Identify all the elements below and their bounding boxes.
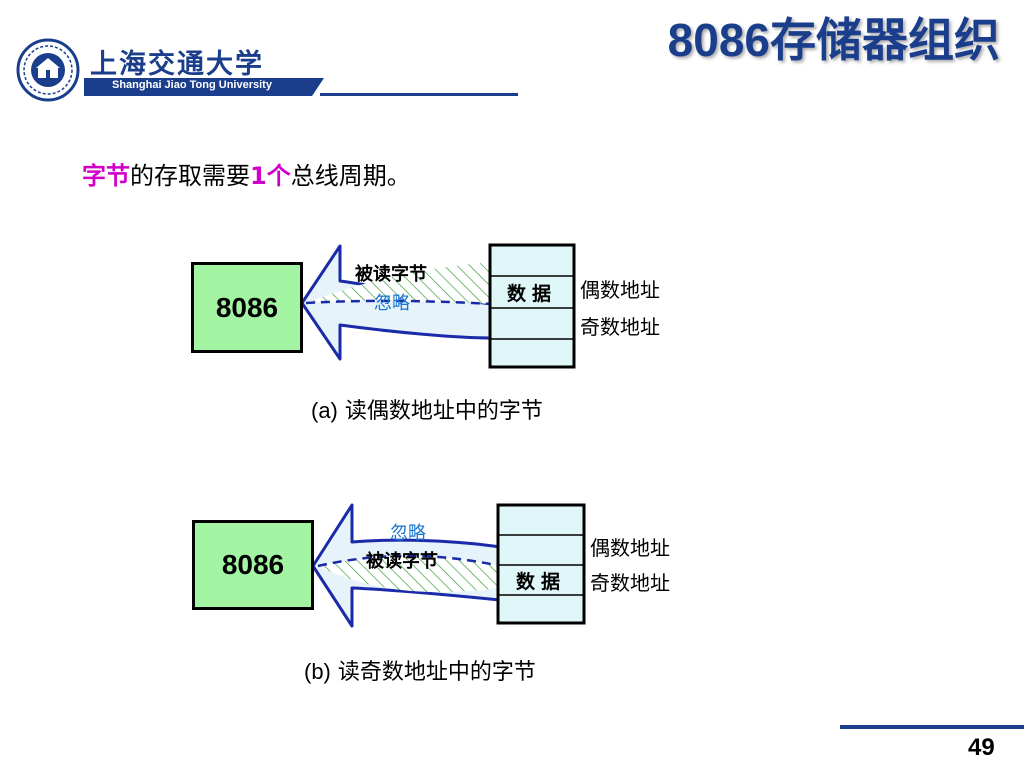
diagram-b-dashed-line bbox=[317, 554, 501, 568]
diagram-b-even-address-label: 偶数地址 bbox=[590, 536, 670, 560]
diagram-a-caption-tag: (a) bbox=[311, 398, 338, 423]
diagram-b-data-cell: 数据 bbox=[515, 571, 566, 593]
diagram-a-read-byte-label: 被读字节 bbox=[355, 264, 427, 285]
diagram-b-memory bbox=[496, 503, 586, 625]
slide-title: 8086存储器组织 bbox=[667, 14, 1000, 66]
diagram-b-caption-tag: (b) bbox=[304, 659, 331, 684]
footer-rule bbox=[840, 725, 1024, 729]
page-number: 49 bbox=[968, 734, 995, 761]
diagram-a-hatched-band bbox=[306, 262, 492, 304]
subtitle-highlight-byte: 字节 bbox=[82, 162, 130, 190]
diagram-a-odd-address-label: 奇数地址 bbox=[580, 315, 660, 339]
university-emblem-icon bbox=[16, 38, 80, 102]
diagram-a-ignore-label: 忽略 bbox=[374, 293, 410, 314]
diagram-a-memory bbox=[488, 243, 576, 369]
diagram-b-caption-text: 读奇数地址中的字节 bbox=[337, 660, 536, 685]
subtitle-highlight-count: 1个 bbox=[250, 162, 291, 190]
university-name-cn: 上海交通大学 bbox=[90, 49, 264, 80]
diagram-b-cpu-box: 8086 bbox=[192, 520, 314, 610]
diagram-a-caption: (a) 读偶数地址中的字节 bbox=[311, 393, 543, 425]
university-name-en: Shanghai Jiao Tong University bbox=[112, 79, 272, 91]
diagram-a-cpu-box: 8086 bbox=[191, 262, 303, 353]
subtitle-text: 的存取需要 bbox=[130, 162, 250, 190]
diagram-b-caption: (b) 读奇数地址中的字节 bbox=[304, 654, 536, 686]
header-rule bbox=[320, 93, 518, 96]
logo-band bbox=[84, 78, 324, 96]
diagram-a-arrow bbox=[300, 244, 494, 361]
diagram-b-hatched-band bbox=[318, 555, 500, 593]
diagram-a-data-cell: 数据 bbox=[506, 283, 557, 305]
diagram-a-caption-text: 读偶数地址中的字节 bbox=[344, 399, 543, 424]
diagram-b-read-byte-label: 被读字节 bbox=[366, 551, 438, 572]
subtitle: 字节的存取需要1个总线周期。 bbox=[82, 156, 411, 191]
subtitle-text-end: 总线周期。 bbox=[290, 162, 411, 190]
diagram-b-ignore-label: 忽略 bbox=[390, 523, 426, 544]
diagram-b-arrow bbox=[311, 503, 502, 628]
diagram-a-dashed-line bbox=[305, 299, 493, 306]
diagram-a-even-address-label: 偶数地址 bbox=[580, 278, 660, 302]
diagram-b-odd-address-label: 奇数地址 bbox=[590, 571, 670, 595]
